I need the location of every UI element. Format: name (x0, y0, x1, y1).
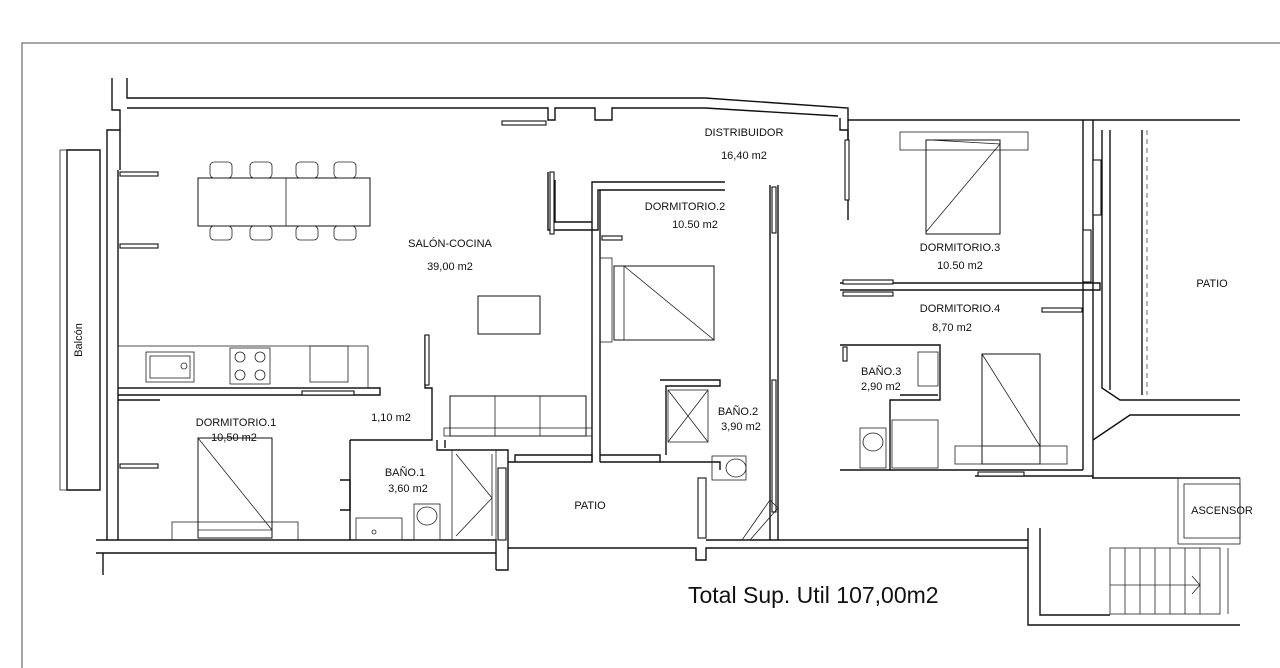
patio-right-label: PATIO (1196, 278, 1228, 290)
drawing-frame (21, 42, 1280, 668)
room-name-bano-3: BAÑO.3 (861, 365, 901, 378)
room-name-bano-2: BAÑO.2 (718, 405, 758, 418)
exterior-walls (96, 78, 1240, 626)
room-name-dormitorio-3: DORMITORIO.3 (920, 242, 1000, 254)
dining-table (197, 161, 371, 241)
room-area-dormitorio-3: 10.50 m2 (937, 260, 983, 272)
room-area-pasillo: 1,10 m2 (371, 412, 411, 424)
interior-walls (118, 120, 1240, 548)
kitchen-counter (117, 345, 369, 389)
room-area-bano-3: 2,90 m2 (861, 381, 901, 393)
bano-3-fixtures (859, 351, 939, 469)
room-labels: DISTRIBUIDOR 16,40 m2 SALÓN-COCINA 39,00… (196, 127, 1253, 517)
balcony: Balcón (59, 149, 101, 491)
room-area-dormitorio-2: 10.50 m2 (672, 219, 718, 231)
kitchen-island (477, 295, 541, 335)
room-name-distribuidor: DISTRIBUIDOR (705, 127, 784, 139)
bano-2-fixtures (667, 389, 779, 541)
room-area-dormitorio-4: 8,70 m2 (932, 322, 972, 334)
room-area-bano-2: 3,90 m2 (721, 421, 761, 433)
room-area-salon-cocina: 39,00 m2 (427, 261, 473, 273)
patio-center-label: PATIO (574, 500, 606, 512)
total-area: Total Sup. Util 107,00m2 (688, 582, 939, 608)
sofa (443, 395, 593, 437)
bed-dormitorio-4 (954, 353, 1068, 465)
room-name-dormitorio-2: DORMITORIO.2 (645, 201, 725, 213)
balcon-label: Balcón (73, 323, 85, 357)
bed-dormitorio-3 (899, 131, 1029, 235)
stairs (1109, 547, 1229, 615)
room-name-dormitorio-4: DORMITORIO.4 (920, 303, 1000, 315)
room-name-dormitorio-1: DORMITORIO.1 (196, 417, 276, 429)
room-area-dormitorio-1: 10,50 m2 (211, 432, 257, 444)
bed-dormitorio-1 (171, 437, 299, 541)
room-area-bano-1: 3,60 m2 (388, 483, 428, 495)
bed-dormitorio-2 (599, 257, 716, 343)
room-name-bano-1: BAÑO.1 (385, 466, 425, 479)
ascensor-label: ASCENSOR (1191, 505, 1253, 517)
elevator (1177, 477, 1241, 545)
room-area-distribuidor: 16,40 m2 (721, 150, 767, 162)
bano-1-fixtures (355, 449, 497, 541)
room-name-salon-cocina: SALÓN-COCINA (408, 237, 492, 250)
